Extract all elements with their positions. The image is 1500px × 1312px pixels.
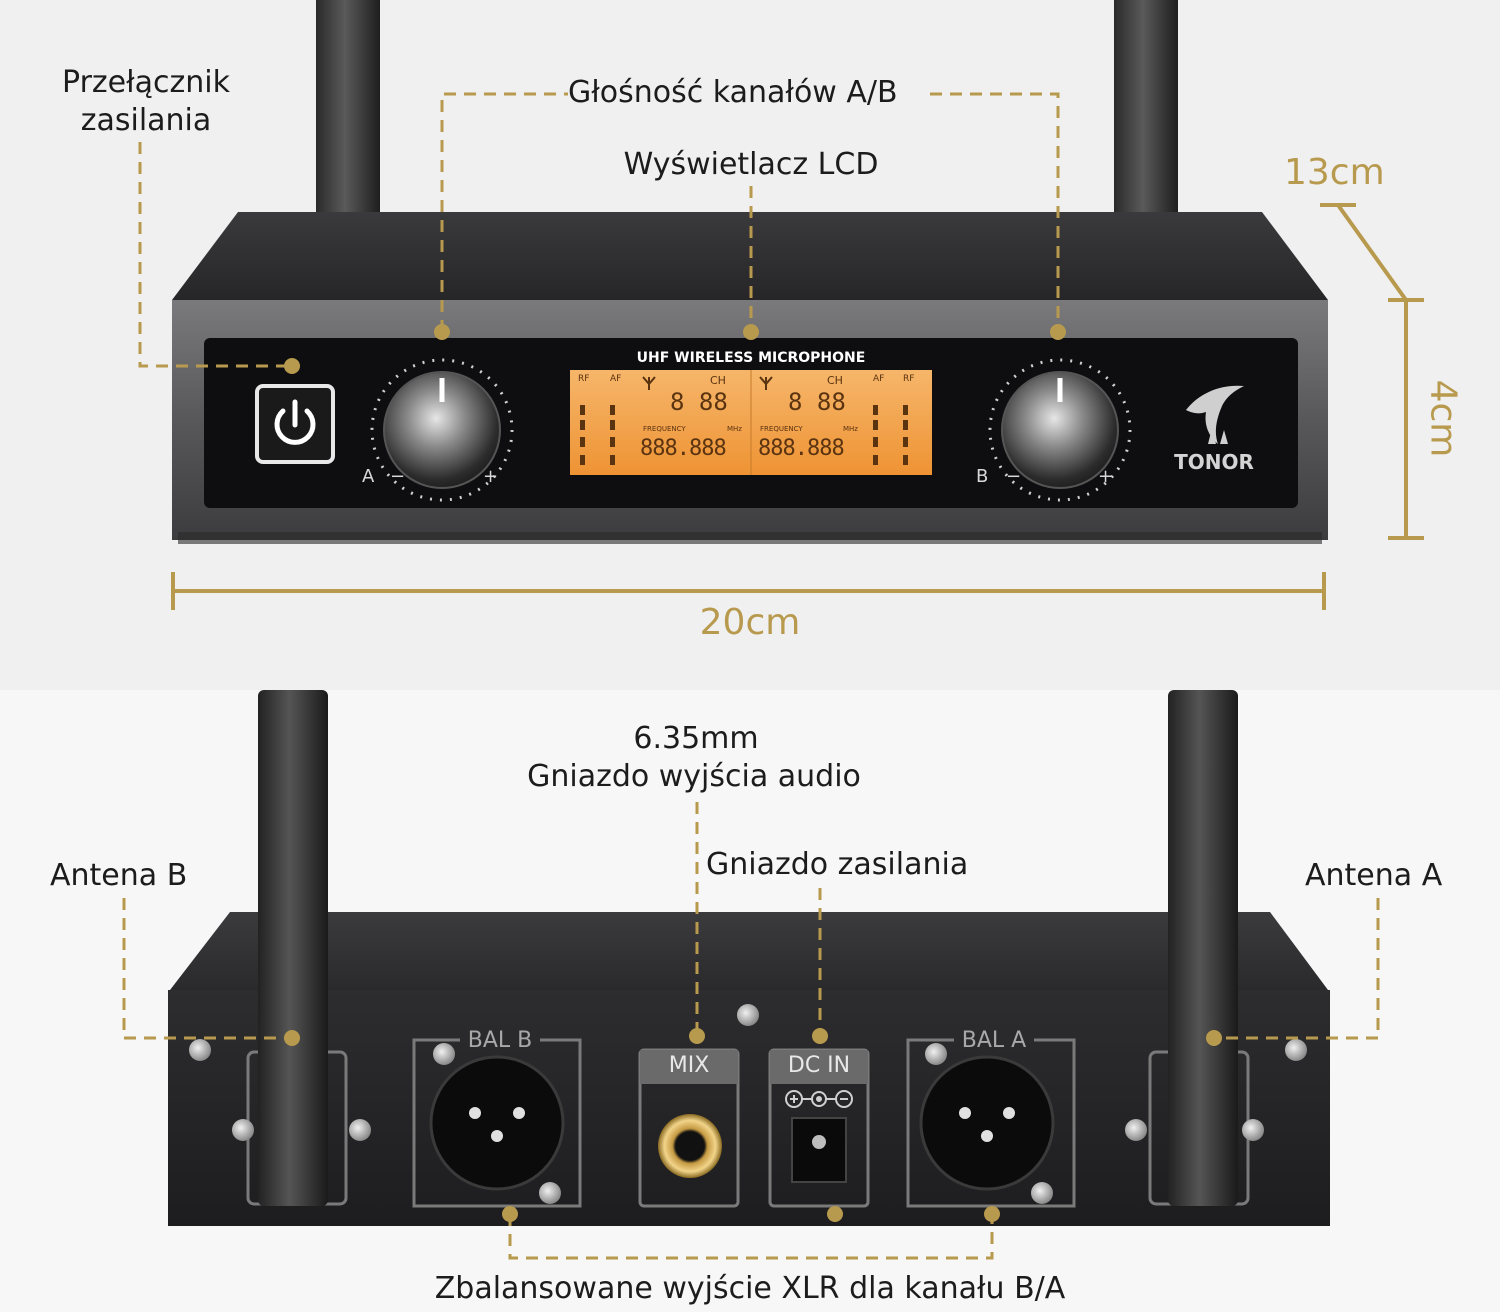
lcd-af-right: AF [873,374,885,384]
polarity-icon [785,1090,853,1108]
lcd-freq-left: 888.888 [640,436,727,461]
dimension-depth: 13cm [1284,152,1385,193]
front-leader-dots [284,324,1066,374]
lcd-frequency-left: FREQUENCY [643,425,686,433]
label-antenna-b: Antena B [50,858,188,893]
knob-b-letter: B [976,466,989,487]
dolphin-logo-icon [1186,385,1244,444]
knob-a-minus: − [390,466,406,487]
lcd-level-bars [580,405,908,465]
lcd-ch-right: CH [827,374,843,387]
label-power-switch-line2: zasilania [80,103,212,138]
knob-a-plus: + [483,466,499,487]
label-channel-volume: Głośność kanałów A/B [568,75,898,110]
knob-a-letter: A [362,466,375,487]
power-icon [274,399,316,445]
label-antenna-a: Antena A [1305,858,1443,893]
lcd-frequency-right: FREQUENCY [760,425,803,433]
volume-knob-b[interactable] [988,358,1132,502]
screws [189,1004,1307,1204]
port-label-bal-b: BAL B [467,1028,533,1053]
front-receiver-illustration [138,0,1424,610]
lcd-rf-right: RF [903,374,915,384]
antenna-a [1168,690,1238,1206]
label-lcd-display: Wyświetlacz LCD [623,147,879,182]
lcd-channel-right: 8 88 [788,388,846,416]
antenna-right [1114,0,1178,230]
knob-b-plus: + [1098,466,1114,487]
lcd-mhz-left: MHz [727,425,742,433]
lcd-rf-left: RF [578,374,590,384]
port-label-mix: MIX [668,1053,710,1078]
rear-top-surface [170,912,1328,990]
lcd-header-text: UHF WIRELESS MICROPHONE [636,350,866,366]
lcd-mhz-right: MHz [843,425,858,433]
label-audio-output: Gniazdo wyjścia audio [527,759,861,794]
dc-in-power-socket[interactable] [768,1048,870,1208]
lcd-af-left: AF [610,374,622,384]
mix-audio-jack[interactable] [638,1048,740,1208]
port-label-bal-a: BAL A [961,1028,1027,1053]
lcd-ch-left: CH [710,374,726,387]
knob-b-minus: − [1006,466,1022,487]
port-label-dc-in: DC IN [787,1053,851,1078]
xlr-port-bal-a[interactable] [906,1038,1076,1208]
xlr-port-bal-b[interactable] [412,1038,582,1208]
signal-antenna-icon [642,376,773,390]
lcd-channel-left: 8 88 [670,388,728,416]
label-power-socket: Gniazdo zasilania [706,847,969,882]
label-xlr-output: Zbalansowane wyjście XLR dla kanału B/A [434,1271,1066,1306]
label-power-switch-line1: Przełącznik [62,65,230,100]
volume-knob-a[interactable] [370,358,514,502]
brand-name: TONOR [1174,450,1254,474]
antenna-left [316,0,380,230]
antenna-b [258,690,328,1206]
rear-leader-dots [284,1028,1222,1222]
dimension-width: 20cm [699,602,801,643]
lcd-freq-right: 888.888 [758,436,845,461]
front-leader-lines [138,92,1060,368]
dimension-lines [171,203,1424,610]
rear-face [168,990,1330,1226]
label-output-size: 6.35mm [633,721,759,756]
rear-leader-lines [122,802,1380,1260]
